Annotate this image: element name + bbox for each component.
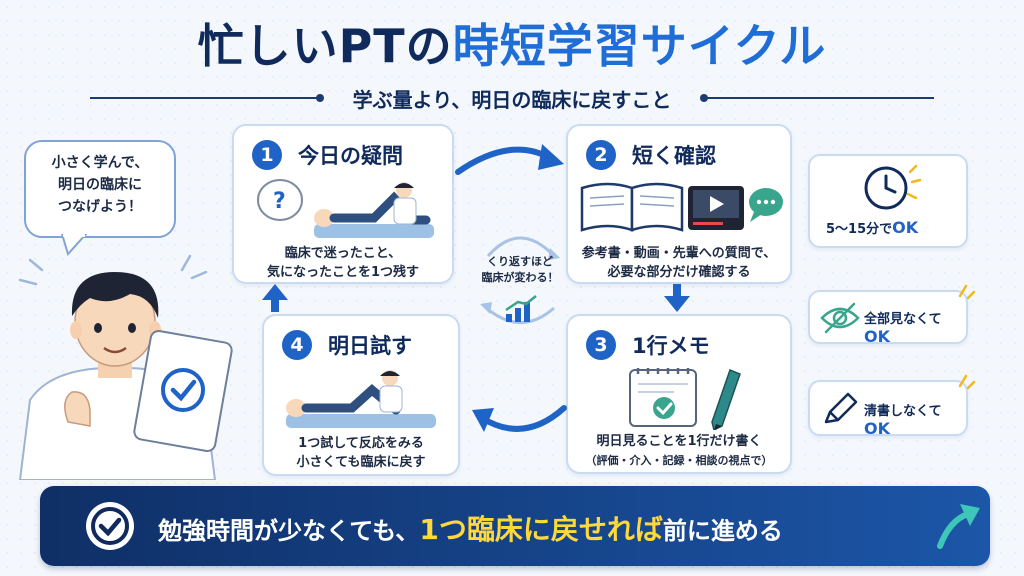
step-2-desc-line-2: 必要な部分だけ確認する (607, 265, 751, 280)
bottom-banner: 勉強時間が少なくても、1つ臨床に戻せれば前に進める (40, 486, 990, 566)
side-card-view: 全部見なくてOK (808, 284, 976, 346)
step-1-title: 今日の疑問 (298, 144, 403, 168)
sparkle-lines (18, 254, 208, 286)
clock-icon (864, 164, 922, 210)
side-card-time-label: 5〜15分で (826, 222, 893, 237)
video-icon (688, 186, 744, 230)
subtitle-line-right (704, 97, 934, 99)
subtitle: 学ぶ量より、明日の臨床に戻すこと (352, 88, 672, 112)
speech-bubble: 小さく学んで、 明日の臨床に つなげよう！ (24, 140, 176, 238)
cycle-center-line-2: 臨床が変わる！ (481, 271, 559, 284)
arrow-step4-to-1 (262, 284, 288, 312)
speech-line-3: つなげよう！ (58, 199, 142, 215)
cycle-center: くり返すほど 臨床が変わる！ (470, 226, 570, 336)
side-card-view-label: 全部見なくて (864, 312, 942, 327)
step-1-desc-line-2: 気になったことを1つ残す (266, 265, 420, 280)
page-title: 忙しいPTの時短学習サイクル (0, 10, 1024, 76)
step-3-desc-line-2: （評価・介入・記録・相談の視点で） (585, 454, 773, 467)
side-card-time: 5〜15分でOK (808, 154, 968, 248)
side-card-write-text: 清書しなくてOK (864, 400, 966, 438)
chat-icon (749, 188, 783, 222)
step-2-desc-line-1: 参考書・動画・先輩への質問で、 (581, 246, 777, 261)
book-icon (580, 182, 684, 232)
side-card-view-ok: OK (864, 327, 890, 346)
therapist-illustration (18, 254, 233, 480)
step-2-desc: 参考書・動画・先輩への質問で、 必要な部分だけ確認する (568, 244, 790, 282)
svg-text:?: ? (273, 189, 286, 214)
step-1-desc: 臨床で迷ったこと、 気になったことを1つ残す (234, 244, 452, 282)
pen-icon (711, 369, 741, 430)
bottom-message-highlight: 1つ臨床に戻せれば (419, 513, 663, 546)
pencil-icon (824, 392, 858, 424)
step-1-number: 1 (252, 140, 282, 170)
step-2-title: 短く確認 (632, 144, 716, 168)
step-3-header: 3 1行メモ (586, 330, 710, 360)
arrow-step2-to-3 (664, 284, 690, 312)
step-4-number: 4 (282, 330, 312, 360)
cycle-center-line-1: くり返すほど (487, 255, 553, 268)
side-card-write: 清書しなくてOK (808, 374, 976, 438)
step-1-desc-line-1: 臨床で迷ったこと、 (284, 246, 402, 261)
check-icon (91, 507, 129, 545)
step-card-2: 2 短く確認 参考書・動画・先輩への質問で、 必要な部分だけ確認する (566, 124, 792, 284)
step-4-title: 明日試す (328, 334, 412, 358)
eye-off-icon (820, 302, 860, 334)
step-4-desc: 1つ試して反応をみる 小さくても臨床に戻す (264, 434, 458, 472)
clipboard (133, 329, 233, 453)
notepad-icon (629, 368, 697, 427)
step-1-header: 1 今日の疑問 (252, 140, 403, 170)
title-part1: 忙しいPTの (197, 19, 453, 73)
patient-leg-illustration (286, 370, 436, 428)
subtitle-dot-left (316, 94, 324, 102)
step-3-desc-line-1: 明日見ることを1行だけ書く (596, 434, 762, 449)
arrow-step3-to-4 (472, 405, 567, 432)
arrow-up-right-icon (937, 504, 980, 549)
learning-resources-illustration (580, 182, 783, 232)
step-3-number: 3 (586, 330, 616, 360)
subtitle-row: 学ぶ量より、明日の臨床に戻すこと (90, 84, 934, 112)
step-2-header: 2 短く確認 (586, 140, 716, 170)
growth-chart-icon (505, 295, 537, 322)
sparkle-icon-2 (958, 374, 976, 390)
side-card-time-ok: OK (892, 218, 919, 237)
title-part2: 時短学習サイクル (452, 19, 827, 73)
subtitle-line-left (90, 97, 320, 99)
bottom-message-part1: 勉強時間が少なくても、 (158, 517, 420, 545)
speech-line-2: 明日の臨床に (58, 177, 142, 193)
step-3-desc: 明日見ることを1行だけ書く （評価・介入・記録・相談の視点で） (568, 432, 790, 470)
patient-knee-illustration: ? (257, 179, 434, 238)
step-card-4: 4 明日試す 1つ試して反応をみる 小さくても臨床に戻す (262, 314, 460, 476)
step-4-desc-line-2: 小さくても臨床に戻す (296, 455, 426, 470)
bottom-message: 勉強時間が少なくても、1つ臨床に戻せれば前に進める (158, 508, 783, 548)
step-card-3: 3 1行メモ 明日見ることを1行だけ書く （評価・介入・記録・相談の視点で） (566, 314, 792, 474)
arrow-step1-to-2 (455, 144, 564, 175)
side-card-write-ok: OK (864, 419, 890, 438)
step-card-1: 1 今日の疑問 ? 臨床で迷ったこと、 気になったことを1つ残す (232, 124, 454, 284)
banner-check-circle (86, 502, 134, 550)
speech-line-1: 小さく学んで、 (51, 155, 149, 171)
side-card-time-text: 5〜15分でOK (826, 218, 918, 237)
cycle-ring-icon (480, 236, 560, 324)
step-2-number: 2 (586, 140, 616, 170)
notepad-pen-illustration (629, 368, 741, 430)
step-3-title: 1行メモ (632, 334, 710, 358)
side-card-write-label: 清書しなくて (864, 404, 942, 419)
step-4-desc-line-1: 1つ試して反応をみる (298, 436, 424, 451)
side-card-view-text: 全部見なくてOK (864, 308, 966, 346)
sparkle-icon (958, 284, 976, 300)
step-4-header: 4 明日試す (282, 330, 412, 360)
bottom-message-part2: 前に進める (662, 517, 783, 545)
cycle-center-text: くり返すほど 臨床が変わる！ (470, 254, 570, 286)
speech-bubble-tail (60, 234, 88, 256)
